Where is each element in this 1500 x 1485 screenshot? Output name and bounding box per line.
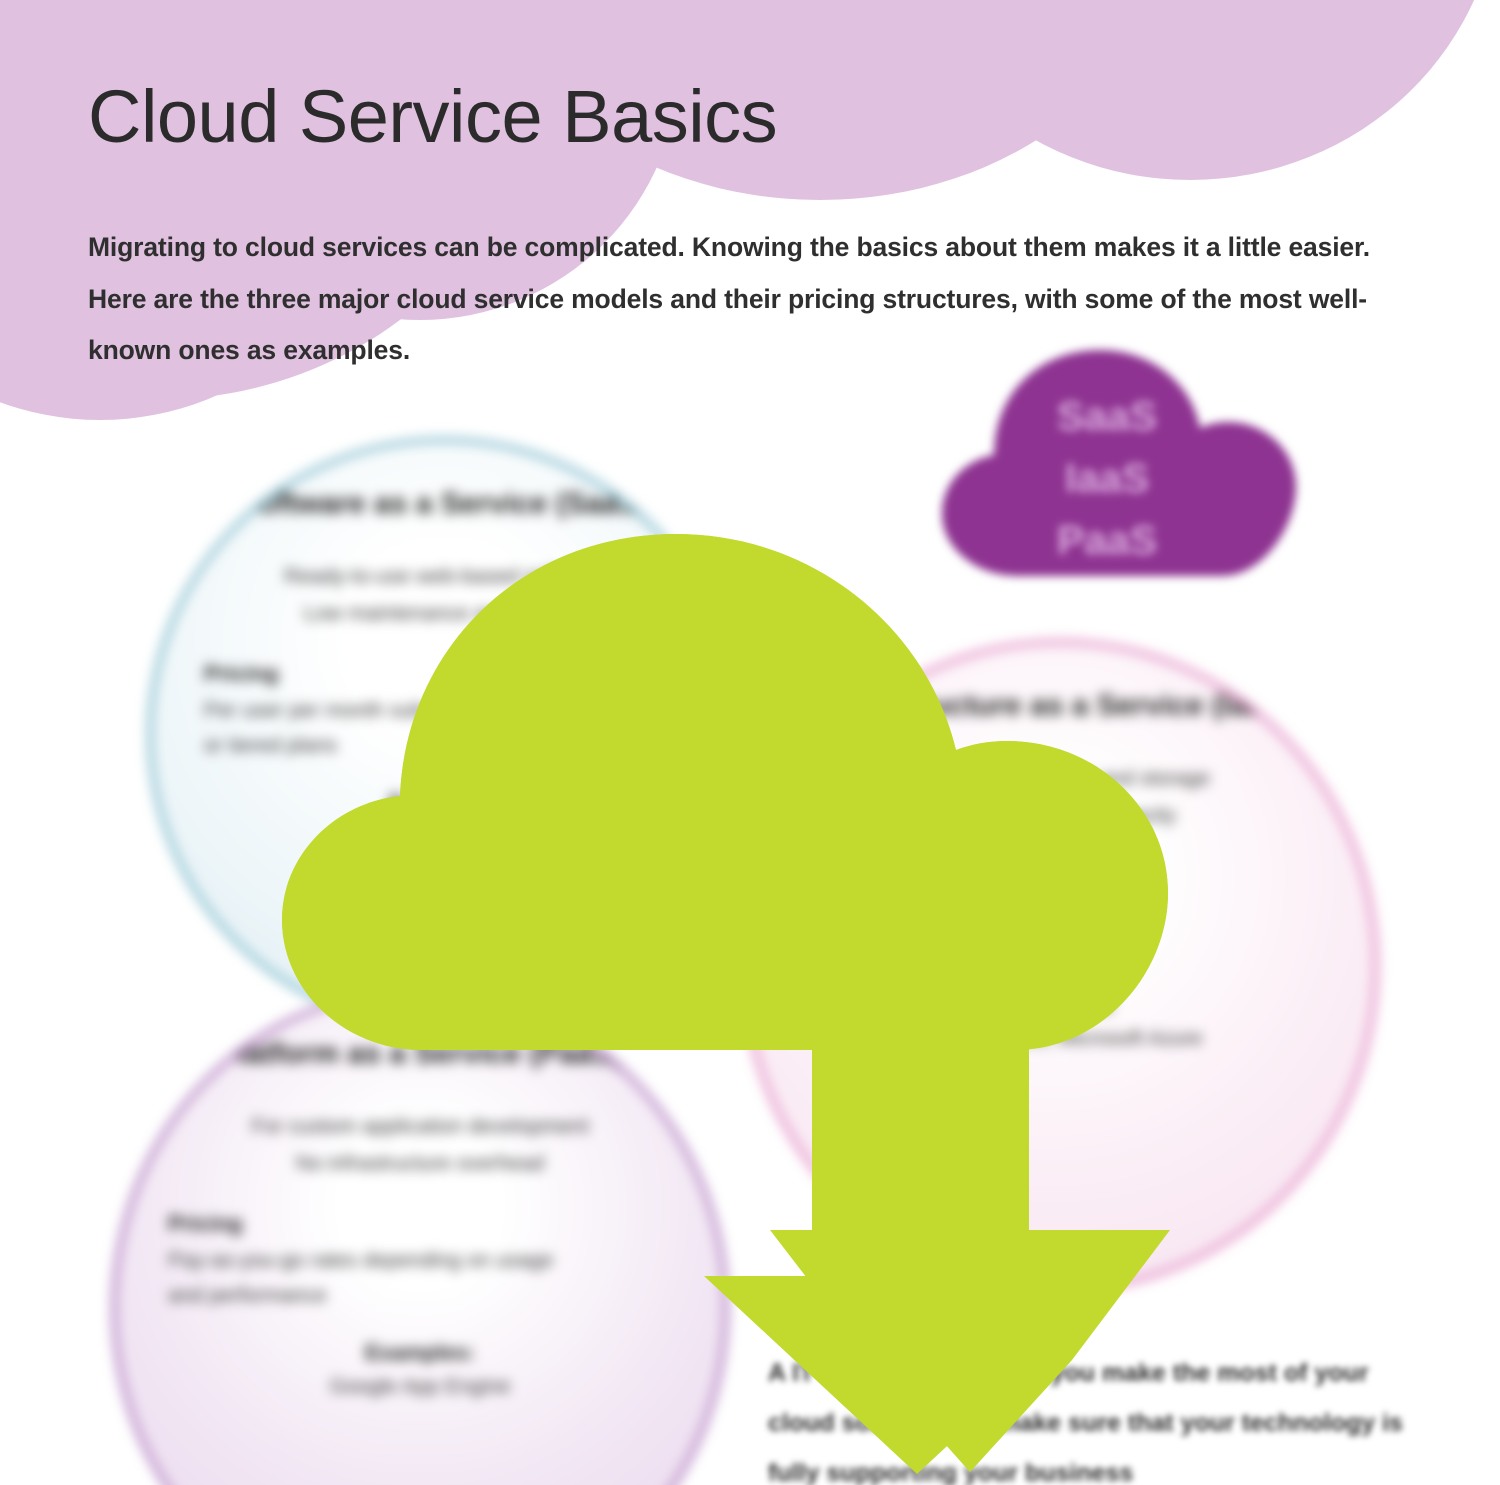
card-paas: Platform as a Service (PaaS) For custom … — [112, 988, 728, 1485]
card-paas-bullets: For custom application development No in… — [251, 1115, 589, 1175]
cloud-models-badge: SaaS IaaS PaaS — [900, 334, 1320, 596]
lavender-blob-lobe — [880, 0, 1500, 180]
card-paas-pricing-text: Pay-as-you-go rates depending on usage a… — [168, 1248, 554, 1308]
badge-line-2: IaaS — [1065, 455, 1149, 501]
intro-paragraph: Migrating to cloud services can be compl… — [88, 232, 1370, 366]
cloud-download-icon — [272, 430, 1220, 1480]
card-saas-pricing-label: Pricing — [204, 660, 279, 686]
badge-line-3: PaaS — [1057, 517, 1157, 563]
badge-line-1: SaaS — [1057, 393, 1157, 439]
cloud-shape-icon — [942, 350, 1296, 576]
card-saas-title: Software as a Service (SaaS) — [238, 487, 650, 520]
card-paas-pricing-label: Pricing — [168, 1210, 243, 1236]
card-paas-examples: Google App Engine — [329, 1374, 511, 1398]
page-title: Cloud Service Basics — [88, 75, 778, 158]
card-paas-examples-label: Examples: — [364, 1339, 476, 1365]
